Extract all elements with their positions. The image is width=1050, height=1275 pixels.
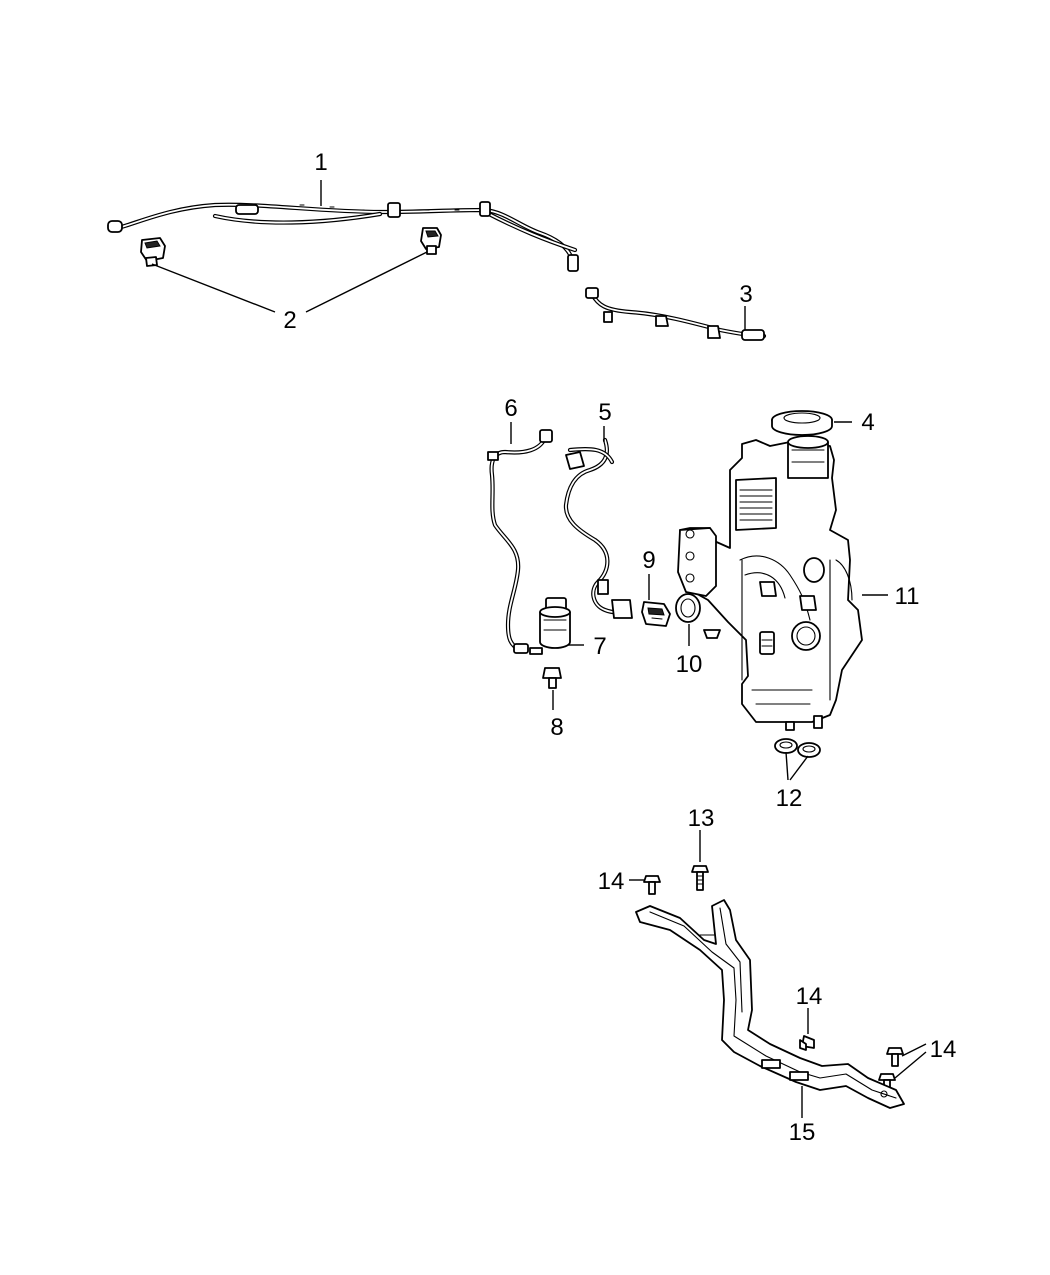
- callout-14-middle: 14: [796, 983, 823, 1010]
- pump-fitting-icon: [542, 667, 562, 689]
- washer-hose-harness-icon: [107, 201, 579, 272]
- leader-lines: [151, 180, 927, 1118]
- bolt-icon: [643, 875, 904, 1091]
- stud-bolt-icon: [691, 865, 709, 891]
- leader-2-right: [305, 251, 428, 313]
- leader-2-left: [151, 263, 276, 313]
- leader-14c-upper: [901, 1043, 927, 1057]
- reservoir-cap-icon: [771, 410, 833, 436]
- callout-14-left: 14: [598, 868, 625, 895]
- rear-washer-hose-icon: [585, 287, 767, 341]
- washer-pump-icon: [529, 597, 571, 655]
- callout-9: 9: [642, 547, 655, 574]
- callout-labels: 1 2 3 4 5 6 7 8 9 10 11 12 13 14 14 14 1…: [283, 149, 956, 1146]
- level-sensor-icon: [641, 601, 671, 627]
- washer-nozzle-icon: [140, 227, 442, 267]
- washer-hose-icon: [487, 429, 553, 654]
- grommet-icon: [675, 593, 721, 639]
- callout-6: 6: [504, 395, 517, 422]
- callout-3: 3: [739, 281, 752, 308]
- callout-2: 2: [283, 307, 296, 334]
- leader-14c-lower: [894, 1051, 927, 1079]
- callout-11: 11: [895, 583, 920, 610]
- leader-12-left: [785, 751, 789, 781]
- callout-14-right: 14: [930, 1036, 957, 1063]
- callout-13: 13: [688, 805, 715, 832]
- callout-15: 15: [789, 1119, 816, 1146]
- callout-5: 5: [598, 399, 611, 426]
- washer-reservoir-icon: [677, 435, 863, 731]
- callout-4: 4: [861, 409, 874, 436]
- callout-7: 7: [593, 633, 606, 660]
- callout-1: 1: [314, 149, 327, 176]
- callout-10: 10: [676, 651, 703, 678]
- reservoir-bracket-icon: [635, 899, 905, 1109]
- callout-8: 8: [550, 714, 563, 741]
- callout-12: 12: [776, 785, 803, 812]
- leader-12-right: [789, 755, 809, 781]
- grommet-pair-icon: [774, 738, 821, 758]
- pump-wiring-harness-icon: [563, 437, 633, 619]
